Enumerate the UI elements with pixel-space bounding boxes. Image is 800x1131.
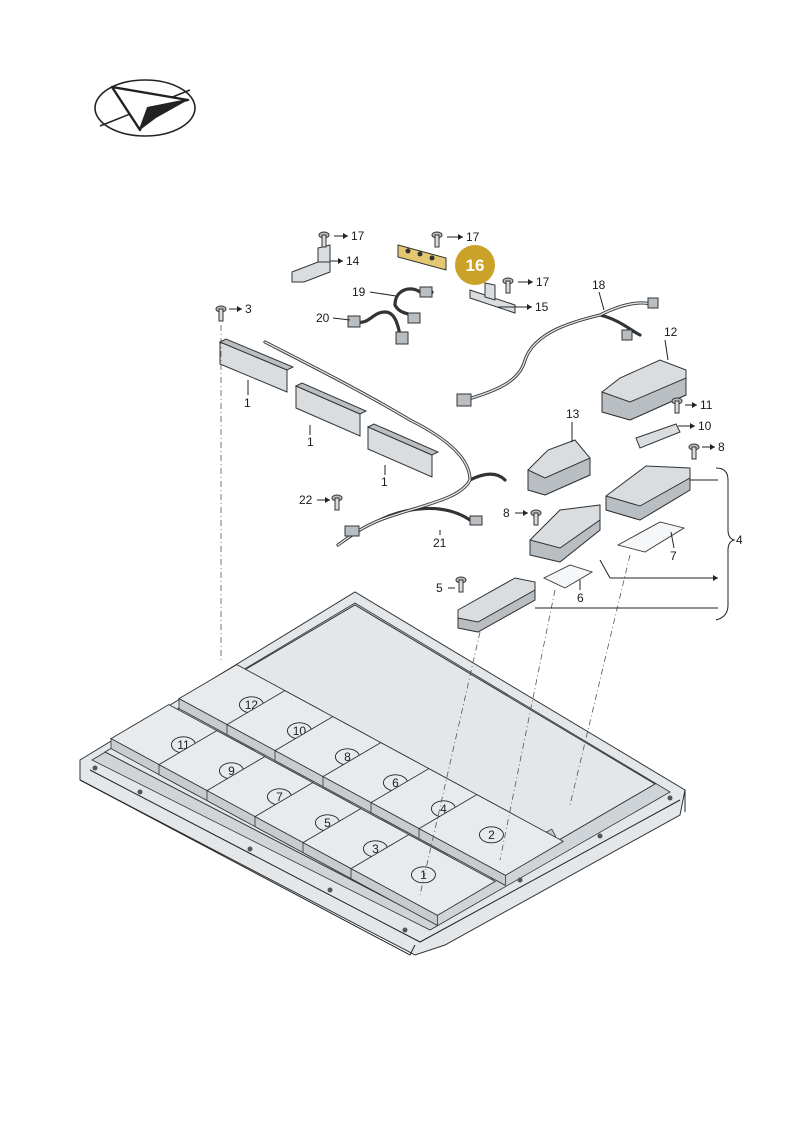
callout-3: 3 [245, 302, 252, 316]
module-number: 1 [420, 868, 427, 882]
callout-8: 8 [718, 440, 725, 454]
callout-6: 6 [577, 591, 584, 605]
wiring-harness-20 [347, 310, 409, 345]
module-number: 5 [324, 816, 331, 830]
module-number: 8 [344, 750, 351, 764]
callout-17: 17 [351, 229, 365, 243]
pad-7 [616, 521, 686, 553]
callout-18: 18 [592, 278, 606, 292]
callout-13: 13 [566, 407, 580, 421]
direction-arrow-logo-icon [94, 79, 196, 137]
wiring-harness-19 [393, 286, 434, 324]
callout-8: 8 [503, 506, 510, 520]
leader-arrows [237, 233, 718, 581]
battery-module-side [350, 867, 438, 927]
module-number: 6 [392, 776, 399, 790]
highlight-badge-16: 16 [455, 245, 495, 285]
cover-plate [218, 338, 440, 478]
callout-14: 14 [346, 254, 360, 268]
module-number: 4 [440, 802, 447, 816]
callout-21: 21 [433, 536, 447, 550]
callout-17: 17 [536, 275, 550, 289]
callout-1: 1 [307, 435, 314, 449]
callout-15: 15 [535, 300, 549, 314]
pad-6 [542, 564, 594, 589]
cover-12 [601, 359, 687, 421]
module-number: 7 [276, 790, 283, 804]
part-10 [635, 423, 681, 449]
part-16 [397, 244, 447, 271]
callout-19: 19 [352, 285, 366, 299]
wiring-harness-21 [263, 340, 507, 547]
battery-module-side [418, 827, 506, 887]
relay-block [529, 504, 601, 563]
callout-5: 5 [436, 581, 443, 595]
callout-7: 7 [670, 549, 677, 563]
callout-labels: 17 17 17 14 15 19 20 3 18 12 11 10 8 13 … [244, 229, 743, 605]
callout-1: 1 [244, 396, 251, 410]
callout-11: 11 [700, 398, 713, 412]
module-number-ring [410, 866, 436, 884]
module-number: 9 [228, 764, 235, 778]
module-number-ring [478, 826, 504, 844]
control-unit-housing [605, 465, 691, 521]
callout-22: 22 [299, 493, 313, 507]
junction-rail [457, 577, 536, 633]
wiring-harness-18 [456, 297, 659, 407]
callout-12: 12 [664, 325, 678, 339]
alignment-lines [220, 325, 631, 896]
callout-10: 10 [698, 419, 712, 433]
module-number: 3 [372, 842, 379, 856]
screws [215, 231, 700, 593]
module-number: 2 [488, 828, 495, 842]
callout-17: 17 [466, 230, 480, 244]
callout-20: 20 [316, 311, 330, 325]
callout-4: 4 [736, 533, 743, 547]
leader-lines [229, 235, 736, 621]
callout-1: 1 [381, 475, 388, 489]
cover-13 [527, 439, 591, 496]
highlight-number: 16 [466, 256, 485, 275]
bracket-14 [291, 244, 331, 283]
